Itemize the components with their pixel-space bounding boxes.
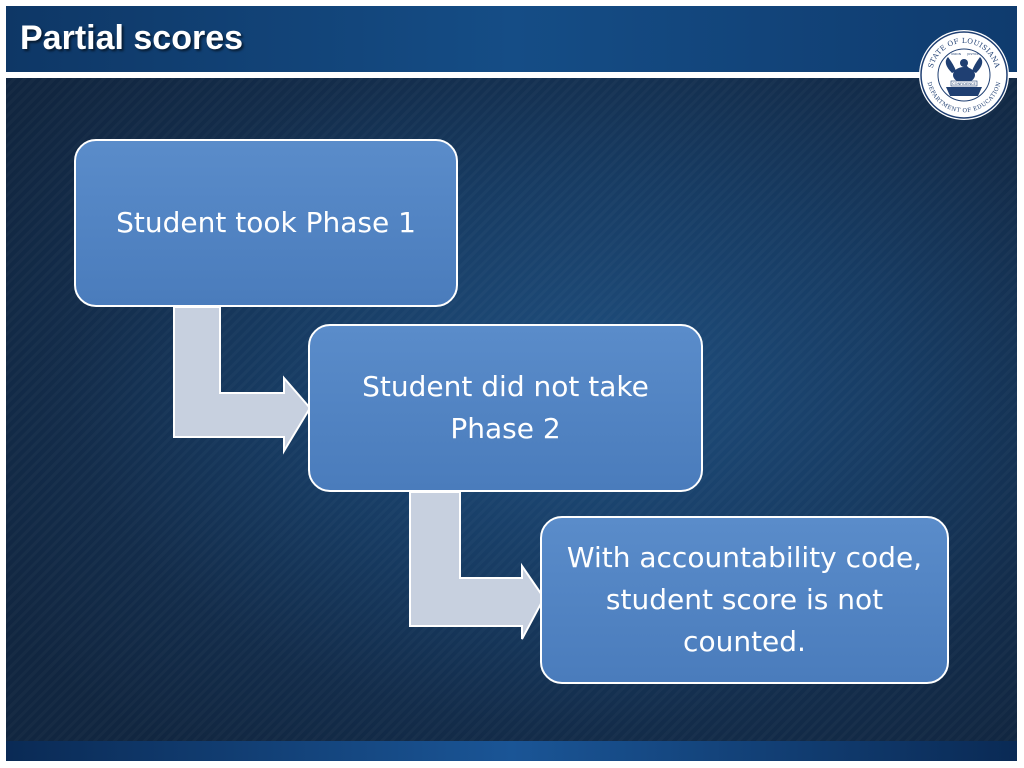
- slide: Partial scores STATE OF LOUISIANA DEPART…: [6, 6, 1017, 761]
- flow-step-1: Student took Phase 1: [74, 139, 458, 307]
- flow-step-2: Student did not take Phase 2: [308, 324, 703, 492]
- seal-motto: CONFIDENCE: [952, 82, 976, 86]
- flow-connectors: [173, 306, 546, 640]
- slide-title: Partial scores: [20, 19, 244, 57]
- seal-motto-right: JUSTICE: [966, 52, 979, 56]
- flow-step-1-label: Student took Phase 1: [116, 206, 416, 239]
- flow-step-2-label: Student did not take Phase 2: [362, 370, 649, 445]
- title-bar: Partial scores: [6, 6, 1017, 72]
- connector-arrow-2: [409, 491, 546, 640]
- flow-step-3: With accountability code, student score …: [540, 516, 949, 684]
- footer-bar: [6, 741, 1017, 761]
- flow-step-3-label: With accountability code, student score …: [566, 541, 923, 658]
- title-divider: [6, 72, 1017, 78]
- pelican-seal-icon: STATE OF LOUISIANA DEPARTMENT OF EDUCATI…: [919, 30, 1009, 120]
- seal-motto-left: UNION: [951, 52, 961, 56]
- connector-arrow-1: [173, 306, 312, 455]
